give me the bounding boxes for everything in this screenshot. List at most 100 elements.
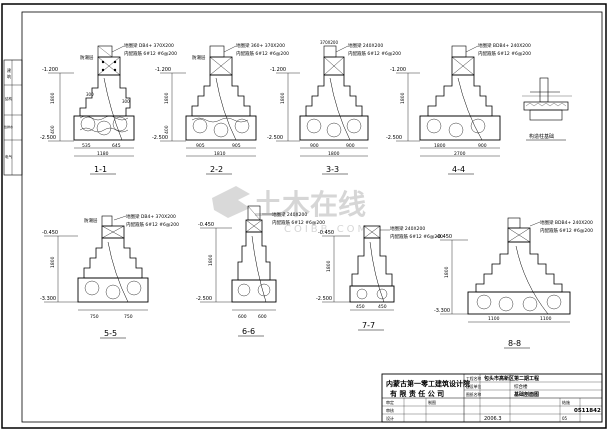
elev-2-top: -1.200 [155,67,171,73]
note-7-beam: 地圈梁 240X200 [390,225,425,232]
dim-7-a: 450 [356,304,365,310]
note-2-beam: 地圈梁 360+ 370X200 [236,42,285,49]
note-4-stirrup: 内配箍筋 6#12 #6@200 [478,50,531,57]
elev-4-bot: -2.500 [386,135,402,141]
note-3-stirrup: 内配箍筋 6#12 #6@200 [348,50,401,57]
note-2-top: 防潮层 [192,54,206,61]
row-label-0: 工程名称 [466,376,481,381]
left-strip-label-3: 给排水 [4,124,13,129]
dim-7-h0: 1800 [326,260,332,272]
dim-1-h0: 1800 [50,92,56,104]
elev-6-top: -0.450 [198,222,214,228]
dim-1-c: 1180 [97,151,109,157]
row-label-2: 图纸名称 [466,392,481,397]
elev-3-top: -1.200 [270,67,286,73]
note-8-stirrup: 内配箍筋 6#12 #6@200 [540,227,593,234]
note-6-beam: 地圈梁 240X200 [272,211,307,218]
dim-6-b: 600 [258,314,267,320]
dim-3-b: 900 [346,143,355,149]
section-1-1: -1.200 -2.500 1800 400 300 300 地圈梁 DB4+ … [40,42,177,175]
section-4-4: -1.200 -2.500 1800 地圈梁 BDB4+ 240X200 内配箍… [386,42,531,175]
note-3-top: 370X200 [320,40,338,45]
sign-label-0: 审定 [386,399,394,405]
note-8-beam: 地圈梁 BDB4+ 240X200 [540,219,593,226]
elev-2-bot: -2.500 [152,135,168,141]
section-label-1: 1-1 [94,165,107,174]
dim-4-b: 900 [478,143,487,149]
watermark: 土木在线 COIBB.COM [212,186,369,235]
dim-3-a: 900 [310,143,319,149]
sub-project: 综合楼 [514,383,528,390]
note-6-stirrup: 内配箍筋 6#12 #6@200 [272,219,325,226]
sign-label-3: 制图 [428,399,436,405]
inner-border [21,11,603,423]
outer-border [1,3,607,429]
section-label-2: 2-2 [210,165,223,174]
dim-1-h-mid2: 300 [122,99,130,104]
dim-8-b: 1100 [540,316,552,322]
note-4-beam: 地圈梁 BDB4+ 240X200 [478,42,531,49]
note-1-stirrup: 内配箍筋 6#12 #6@200 [124,50,177,57]
detail-column-base: 构造柱基础 [522,77,572,141]
note-3-beam: 地圈梁 240X200 [348,42,383,49]
dim-2-h2: 400 [164,125,170,134]
dim-7-b: 450 [378,304,387,310]
section-label-7: 7-7 [362,321,375,330]
elev-8-bot: -3.300 [434,308,450,314]
dim-4-h0: 1800 [400,92,406,104]
dim-5-h0: 1800 [50,256,56,268]
section-label-8: 8-8 [508,339,521,348]
section-7-7: -0.450 -2.500 1800 地圈梁 240X200 内配箍筋 6#12… [316,225,443,331]
sign-label-2: 设计 [386,415,394,421]
left-strip: 建 筑 结构 给排水 电气 [3,59,23,176]
date: 2006.3 [484,416,502,422]
section-2-2: -1.200 -2.500 1800 400 地圈梁 360+ 370X200 … [152,42,289,175]
watermark-logo-icon [212,186,250,218]
project-name: 包头市高新区第二期工程 [484,375,539,382]
dim-1-a: 535 [82,143,91,149]
section-label-5: 5-5 [104,329,117,338]
note-5-beam: 地圈梁 DB4+ 370X200 [126,213,176,220]
section-6-6: -0.450 -2.500 1800 地圈梁 240X200 内配箍筋 6#12… [196,205,325,337]
left-strip-label-4: 电气 [5,154,12,159]
note-5-stirrup: 内配箍筋 6#12 #6@200 [126,221,179,228]
drawing-number: 0511842 [574,408,601,414]
left-strip-label-2: 结构 [5,96,12,101]
elev-8-top: -0.450 [436,234,452,240]
elev-1-bot: -2.500 [40,135,56,141]
dim-6-h0: 1800 [208,254,214,266]
dim-1-h2: 400 [50,125,56,134]
note-7-stirrup: 内配箍筋 6#12 #6@200 [390,233,443,240]
watermark-sub: COIBB.COM [284,224,369,235]
watermark-main: 土木在线 [254,188,366,221]
dim-1-h-mid: 300 [86,92,94,97]
company-name-line1: 内蒙古第一零工建筑设计院 [386,379,470,388]
dim-3-c: 1800 [328,151,340,157]
section-label-3: 3-3 [326,165,339,174]
sign-label-1: 审核 [386,407,394,413]
row-label-1: 建设单位 [466,384,481,389]
section-8-8: -0.450 -3.300 1800 地圈梁 BDB4+ 240X200 内配箍… [434,217,593,349]
elev-7-top: -0.450 [318,230,334,236]
note-2-stirrup: 内配箍筋 6#12 #6@200 [236,50,289,57]
section-label-4: 4-4 [452,165,465,174]
section-label-6: 6-6 [242,327,255,336]
dim-4-a: 1800 [434,143,446,149]
dim-2-a: 905 [196,143,205,149]
elev-5-bot: -3.300 [40,296,56,302]
elev-6-bot: -2.500 [196,296,212,302]
elev-4-top: -1.200 [390,67,406,73]
dim-2-h0: 1800 [164,92,170,104]
title-block: 内蒙古第一零工建筑设计院 有 限 责 任 公 司 工程名称 建设单位 图纸名称 … [381,373,603,423]
dim-2-c: 1810 [214,151,226,157]
company-name-line2: 有 限 责 任 公 司 [390,389,444,398]
note-5-top: 防潮层 [84,217,98,224]
left-strip-label-1: 筑 [7,73,11,79]
dim-6-a: 600 [238,314,247,320]
right-code-1: 05 [562,416,568,421]
dim-5-b: 750 [124,314,133,320]
dim-3-h0: 1800 [280,92,286,104]
note-1-beam: 地圈梁 DB4+ 370X200 [124,42,174,49]
section-5-5: -0.450 -3.300 1800 地圈梁 DB4+ 370X200 内配箍筋… [40,213,179,339]
section-3-3: -1.200 -2.500 1800 地圈梁 240X200 内配箍筋 6#12… [267,40,401,175]
